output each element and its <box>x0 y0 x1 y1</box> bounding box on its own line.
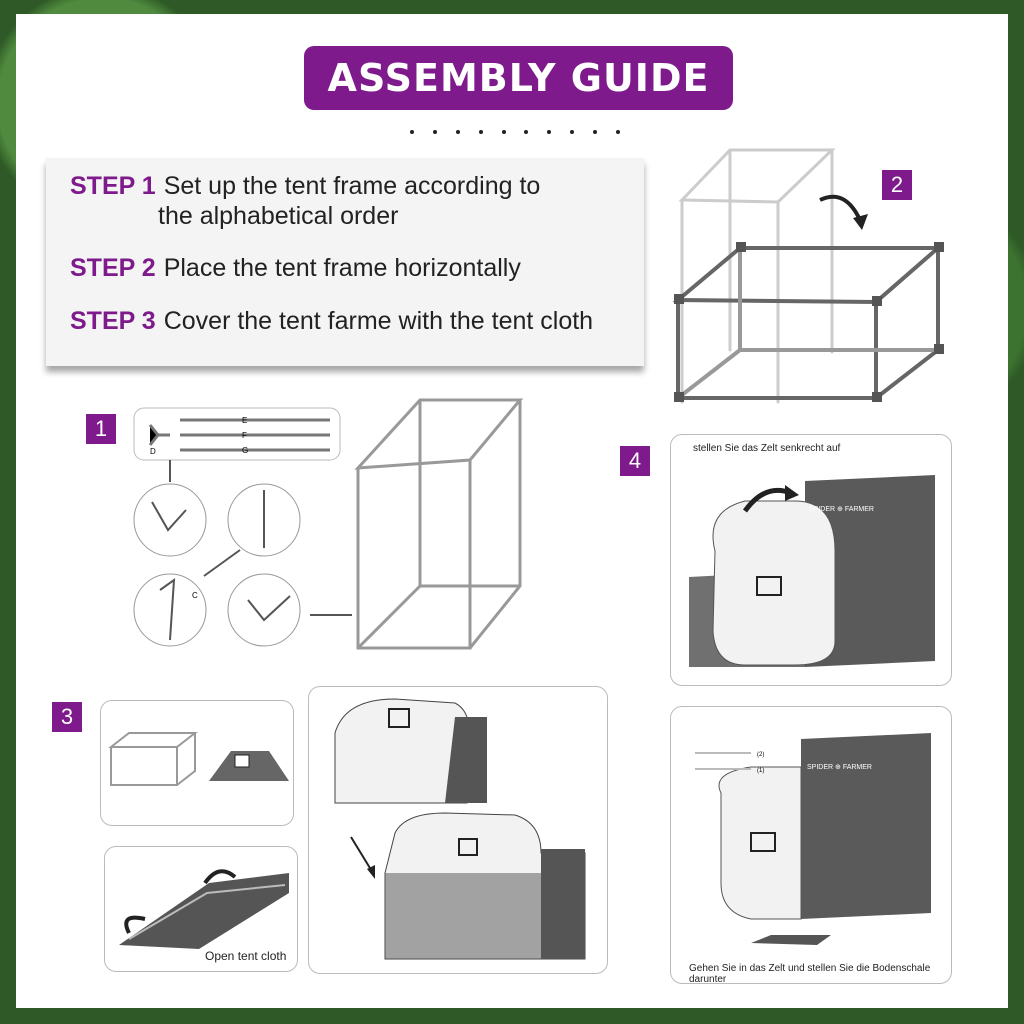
badge-4: 4 <box>620 446 650 476</box>
part-e-label: E <box>242 416 247 425</box>
divider-dots <box>410 122 620 142</box>
panel-5-box: (2) (1) SPIDER ⊕ FARMER Gehen Sie in das… <box>670 706 952 985</box>
panel-3-cover-box <box>308 686 608 974</box>
badge-2: 2 <box>882 170 912 200</box>
page-title: ASSEMBLY GUIDE <box>327 56 710 100</box>
panel-4-brand: SPIDER ⊕ FARMER <box>809 506 874 513</box>
open-tent-caption: Open tent cloth <box>205 949 287 963</box>
part-d-label: D <box>150 447 156 456</box>
badge-3: 3 <box>52 702 82 732</box>
part-g-label: G <box>242 446 248 455</box>
title-banner: ASSEMBLY GUIDE <box>304 46 733 110</box>
badge-1: 1 <box>86 414 116 444</box>
frame-horizontal-diagram <box>672 148 944 404</box>
panel-3-cloth-box: Open tent cloth <box>104 846 298 972</box>
panel-5-brand: SPIDER ⊕ FARMER <box>807 764 872 771</box>
panel-5-label-2: (2) <box>757 752 764 758</box>
step-1-continued: the alphabetical order <box>158 202 399 230</box>
panel-4-caption: stellen Sie das Zelt senkrecht auf <box>693 443 841 454</box>
frame-assembly-diagram: E F G D C <box>133 398 524 650</box>
panel-3-frame-box <box>100 700 294 826</box>
panel-5-label-1: (1) <box>757 768 764 774</box>
panel-5-caption: Gehen Sie in das Zelt und stellen Sie di… <box>689 963 931 985</box>
part-f-label: F <box>242 431 247 440</box>
panel-4-box: stellen Sie das Zelt senkrecht auf SPIDE… <box>670 434 952 686</box>
connector-c-label: C <box>192 591 198 600</box>
